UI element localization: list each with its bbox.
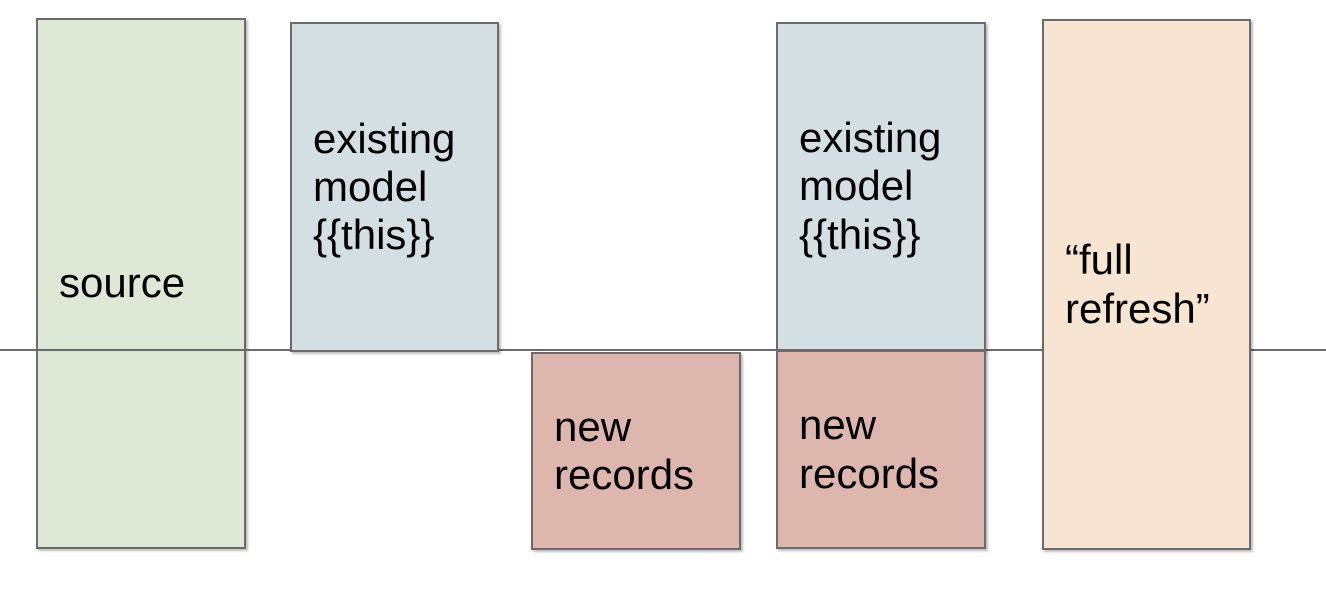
box-existing-model-2-label: existing model {{this}}: [799, 114, 942, 258]
box-source: source: [36, 18, 246, 549]
box-full-refresh: “full refresh”: [1042, 19, 1251, 550]
box-full-refresh-label: “full refresh”: [1065, 236, 1210, 332]
box-new-records-2-label: new records: [799, 401, 940, 497]
box-existing-model-1: existing model {{this}}: [290, 22, 499, 352]
box-new-records-1-label: new records: [554, 402, 695, 498]
box-new-records-2: new records: [776, 350, 986, 549]
box-existing-model-2: existing model {{this}}: [776, 22, 986, 351]
box-new-records-1: new records: [531, 352, 741, 550]
timeline-baseline: [0, 349, 1326, 351]
box-existing-model-1-label: existing model {{this}}: [313, 114, 456, 259]
box-source-label: source: [59, 259, 186, 307]
